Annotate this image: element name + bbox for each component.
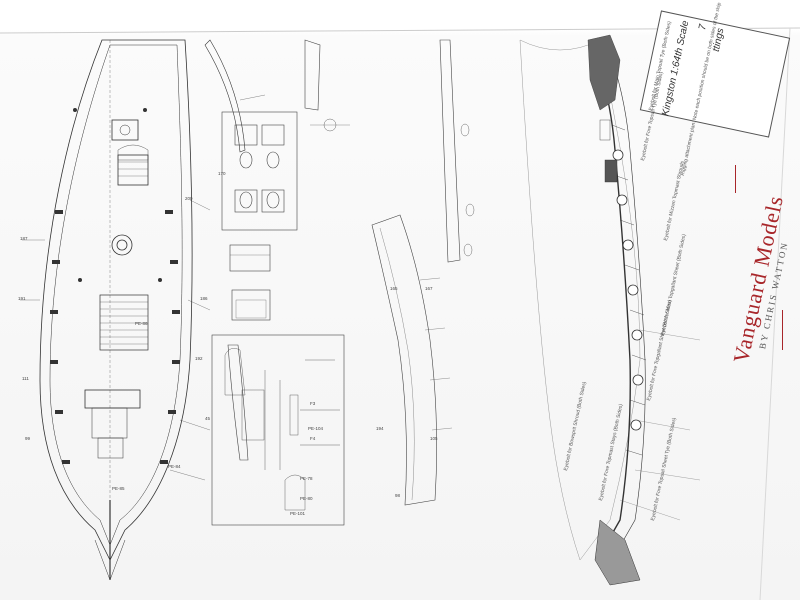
side-profile <box>519 34 701 586</box>
label-200: 200 <box>185 196 193 201</box>
brand-rule-bottom <box>782 310 783 350</box>
label-pe78: PE-78 <box>300 476 313 481</box>
parts-column <box>224 244 271 396</box>
label-111: 111 <box>22 376 29 381</box>
drawing-labels: PE-84 PE-85 PE-86 PE-101 PE-104 PE-78 PE… <box>18 171 438 516</box>
brand-rule-top <box>735 165 736 193</box>
label-105: 105 <box>430 436 438 441</box>
stem-profile <box>371 214 453 506</box>
label-pe85: PE-85 <box>112 486 125 491</box>
deck-plan <box>20 39 211 581</box>
label-194: 194 <box>376 426 384 431</box>
label-pe101: PE-101 <box>290 511 306 516</box>
title-line-2: 7 <box>696 23 709 32</box>
label-f3: F3 <box>310 401 316 406</box>
mast-profile <box>439 39 475 263</box>
rudder-detail <box>304 39 350 132</box>
label-186: 186 <box>200 296 208 301</box>
label-pe84: PE-84 <box>168 464 181 469</box>
label-pe104: PE-104 <box>308 426 324 431</box>
stern-profile <box>204 39 266 153</box>
label-167: 167 <box>425 286 433 291</box>
label-f4: F4 <box>310 436 316 441</box>
label-192: 192 <box>195 356 203 361</box>
label-99: 99 <box>25 436 31 441</box>
label-pe80: PE-80 <box>300 496 313 501</box>
label-187: 187 <box>20 236 28 241</box>
paper-right-edge <box>759 27 791 600</box>
detail-box-boats <box>211 334 345 526</box>
label-191: 191 <box>18 296 26 301</box>
label-45: 45 <box>205 416 211 421</box>
detail-box-gratings <box>221 111 298 231</box>
label-pe86: PE-86 <box>135 321 148 326</box>
label-170: 170 <box>218 171 226 176</box>
label-165: 165 <box>390 286 398 291</box>
label-98: 98 <box>395 493 401 498</box>
